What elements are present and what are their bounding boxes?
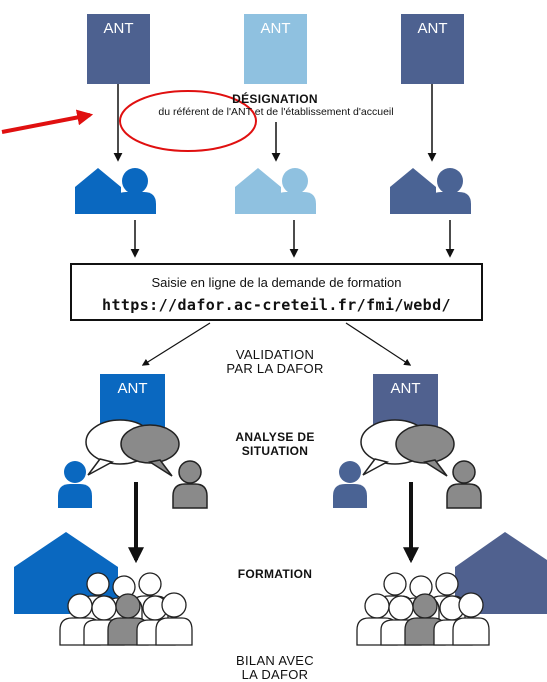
arrow-diag-right <box>345 322 412 366</box>
crowd-left <box>59 572 193 646</box>
red-pointer-arrow <box>1 109 94 134</box>
ant-box-1 <box>87 14 150 84</box>
demande-box: Saisie en ligne de la demande de formati… <box>70 263 483 321</box>
ant-label-2: ANT <box>260 20 291 37</box>
analyse-line2: SITUATION <box>241 444 309 458</box>
highlight-ellipse <box>119 90 257 152</box>
designation-title: DÉSIGNATION <box>232 92 318 106</box>
demande-text: Saisie en ligne de la demande de formati… <box>151 275 402 290</box>
designation-subtitle: du référent de l'ANT et de l'établisseme… <box>158 106 394 118</box>
ant-box-4-label-wrap: ANT <box>100 374 165 432</box>
bilan-line1: BILAN AVEC <box>236 653 314 668</box>
house-right <box>455 532 547 614</box>
speech-bubbles-left <box>85 419 180 477</box>
analyse-line1: ANALYSE DE <box>235 430 315 444</box>
ant-label-4: ANT <box>117 380 148 397</box>
ant-label-5: ANT <box>390 380 421 397</box>
referent-icon-1 <box>75 168 156 214</box>
validation-line2: PAR LA DAFOR <box>226 361 324 376</box>
ant-box-3-label-wrap: ANT <box>401 14 464 84</box>
ant-label-1: ANT <box>103 20 134 37</box>
referent-icon-3 <box>390 168 471 214</box>
validation-line1: VALIDATION <box>235 347 315 362</box>
demande-url[interactable]: https://dafor.ac-creteil.fr/fmi/webd/ <box>102 296 451 314</box>
person-grey-left <box>172 460 208 509</box>
bilan-line2: LA DAFOR <box>241 667 309 682</box>
ant-box-1-label-wrap: ANT <box>87 14 150 84</box>
person-blue-left <box>58 461 92 508</box>
person-slate-right <box>333 461 367 508</box>
analyse-caption: ANALYSE DE SITUATION <box>200 430 350 458</box>
ant-box-2 <box>244 14 307 84</box>
formation-caption: FORMATION <box>237 567 313 581</box>
arrow-diag-left <box>141 322 211 366</box>
ant-box-5-label-wrap: ANT <box>373 374 438 432</box>
ant-box-2-label-wrap: ANT <box>244 14 307 84</box>
person-grey-right <box>446 460 482 509</box>
crowd-right <box>356 572 490 646</box>
bilan-caption: BILAN AVEC LA DAFOR <box>195 654 355 682</box>
ant-label-3: ANT <box>417 20 448 37</box>
validation-caption: VALIDATION PAR LA DAFOR <box>195 348 355 376</box>
speech-bubbles-right <box>360 419 455 477</box>
referent-icon-2 <box>235 168 316 214</box>
ant-box-3 <box>401 14 464 84</box>
